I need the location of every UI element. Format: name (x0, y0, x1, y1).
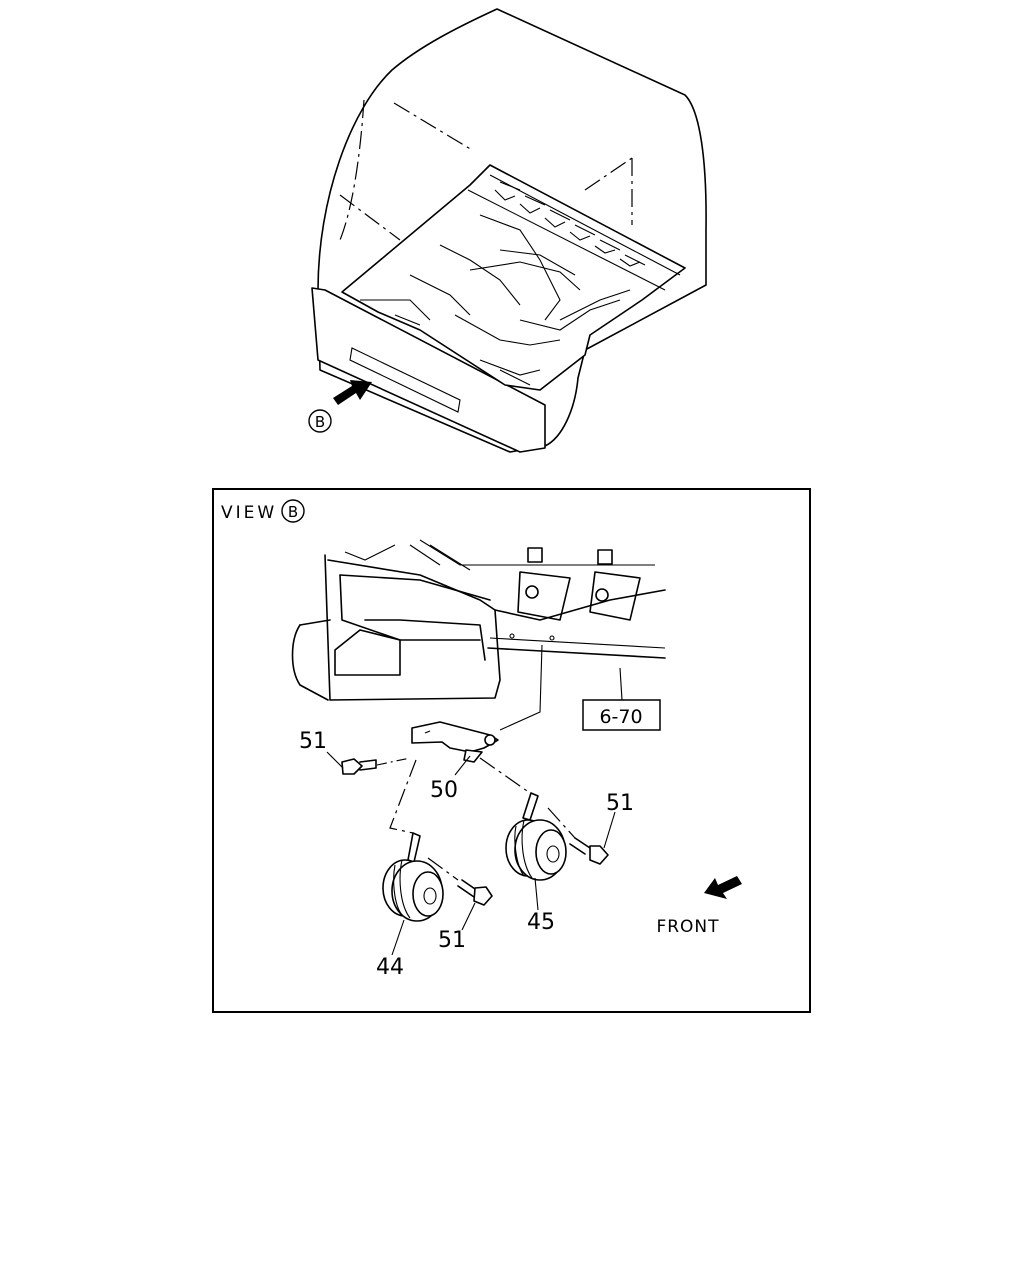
bolt-lower (457, 879, 493, 906)
view-marker-overview: B (308, 409, 332, 433)
callout-50: 50 (430, 778, 458, 803)
callout-leader-51-lower (461, 902, 476, 931)
bracket-leader (499, 644, 543, 731)
callout-leader-50 (454, 755, 471, 776)
view-marker-detail-label: B (288, 503, 298, 521)
callout-leader-51-right (603, 811, 616, 849)
cab-overview: B (308, 8, 707, 453)
view-direction-arrow (333, 380, 372, 405)
ref-box (582, 699, 661, 731)
view-b-panel: VIEW B (212, 488, 811, 1013)
bolt-right (569, 837, 609, 865)
view-marker-detail: B (281, 499, 305, 523)
callout-leader-51-left (326, 751, 344, 769)
callout-45: 45 (527, 910, 555, 935)
callout-leader-45 (534, 877, 539, 911)
front-arrow-icon (704, 876, 742, 899)
callout-51-upper-left: 51 (299, 729, 327, 754)
view-label: VIEW (221, 503, 277, 523)
ref-leader (619, 667, 623, 701)
frame-structure (291, 539, 666, 701)
floor-rail-slots (494, 181, 646, 267)
horn-high (505, 792, 567, 881)
detail-frame (212, 488, 811, 1013)
front-label: FRONT (656, 917, 719, 937)
callout-44: 44 (376, 955, 404, 980)
callout-51-lower: 51 (438, 928, 466, 953)
callout-leader-44 (391, 919, 405, 956)
view-marker-overview-label: B (315, 413, 325, 431)
horn-low (382, 832, 444, 922)
ref-box-label: 6-70 (599, 706, 642, 728)
callout-51-right: 51 (606, 791, 634, 816)
bolt-upper-left (341, 757, 411, 775)
horn-bracket (411, 644, 543, 763)
